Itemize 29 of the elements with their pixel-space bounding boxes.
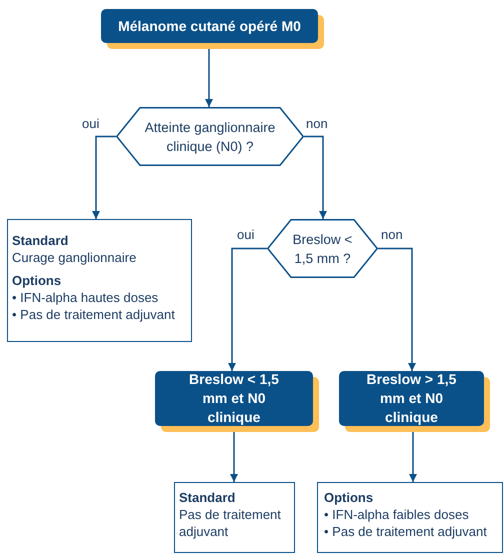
section-heading: Options bbox=[324, 489, 374, 506]
outcome-box bbox=[339, 371, 484, 426]
arrow bbox=[304, 136, 327, 219]
box-title: Breslow > 1,5 mm et N0 clinique bbox=[366, 370, 458, 427]
outcome-box bbox=[155, 371, 313, 426]
recommendation-text: • IFN-alpha faibles doses bbox=[324, 506, 470, 523]
arrow bbox=[228, 248, 267, 371]
section-heading: Standard bbox=[12, 232, 70, 249]
recommendation-box bbox=[174, 482, 295, 553]
box-title: Breslow < 1,5 mm et N0 clinique bbox=[188, 370, 280, 427]
recommendation-text: • IFN-alpha hautes doses bbox=[12, 289, 160, 306]
arrow bbox=[92, 136, 116, 219]
decision-hexagon bbox=[116, 107, 304, 166]
recommendation-text: Curage ganglionnaire bbox=[12, 249, 138, 266]
recommendation-box bbox=[317, 482, 503, 553]
recommendation-text: • Pas de traitement adjuvant bbox=[324, 523, 488, 540]
section-heading: Standard bbox=[179, 489, 236, 506]
decision-hexagon bbox=[267, 219, 378, 278]
question-text: Atteinte ganglionnaire clinique (N0) ? bbox=[144, 118, 276, 156]
question-text: Breslow < 1,5 mm ? bbox=[292, 230, 354, 268]
edge-label: oui bbox=[237, 228, 254, 241]
recommendation-text: • Pas de traitement adjuvant bbox=[12, 306, 176, 323]
section-heading: Options bbox=[12, 272, 62, 289]
edge-label: oui bbox=[82, 117, 100, 130]
recommendation-box bbox=[7, 219, 192, 342]
box-title: Mélanome cutané opéré M0 bbox=[118, 16, 301, 36]
outcome-box bbox=[101, 9, 318, 43]
arrow bbox=[378, 248, 416, 371]
recommendation-text: Pas de traitement adjuvant bbox=[179, 506, 282, 540]
